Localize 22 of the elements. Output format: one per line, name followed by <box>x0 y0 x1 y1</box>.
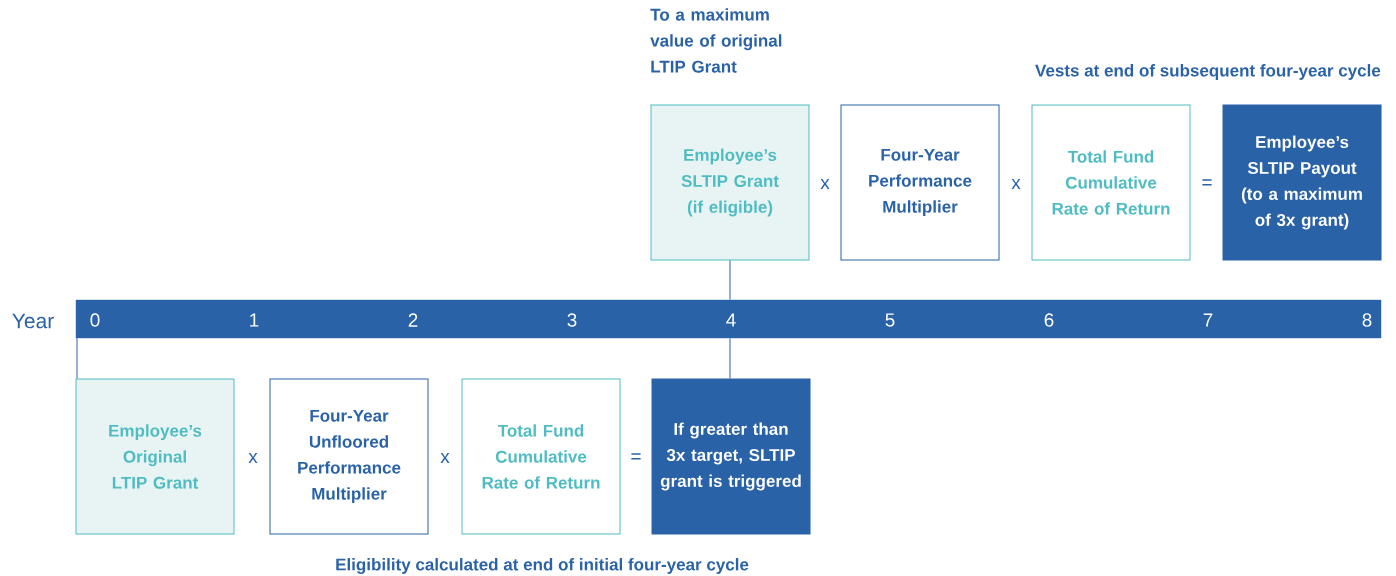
formula-box: Employee’s Original LTIP Grant <box>75 378 235 535</box>
axis-label: Year <box>12 313 54 329</box>
connector-line <box>729 337 731 379</box>
connector-line <box>76 337 78 379</box>
formula-box: Four-Year Unfloored Performance Multiplier <box>269 378 429 535</box>
operator-sign: x <box>1011 179 1021 189</box>
operator-sign: x <box>820 179 830 189</box>
result-box: Employee’s SLTIP Payout (to a maximum of 3x grant) <box>1222 104 1382 261</box>
operator-sign: = <box>631 453 641 460</box>
operator-sign: = <box>1202 179 1212 186</box>
formula-box: Total Fund Cumulative Rate of Return <box>1031 104 1191 261</box>
timeline-bar: 0 1 2 3 4 5 6 7 8 <box>75 299 1382 339</box>
note-text: Eligibility calculated at end of initial four-year cycle <box>336 558 749 574</box>
formula-box: Employee’s SLTIP Grant (if eligible) <box>650 104 810 261</box>
connector-line <box>729 260 731 301</box>
note-text: Vests at end of subsequent four-year cycle <box>1035 64 1381 80</box>
operator-sign: x <box>440 453 450 464</box>
formula-box: Four-Year Performance Multiplier <box>840 104 1000 261</box>
result-box: If greater than 3x target, SLTIP grant is triggered <box>651 378 811 535</box>
formula-box: Total Fund Cumulative Rate of Return <box>461 378 621 535</box>
operator-sign: x <box>248 453 258 464</box>
box-heading: To a maximum value of original LTIP Grant <box>650 8 782 73</box>
